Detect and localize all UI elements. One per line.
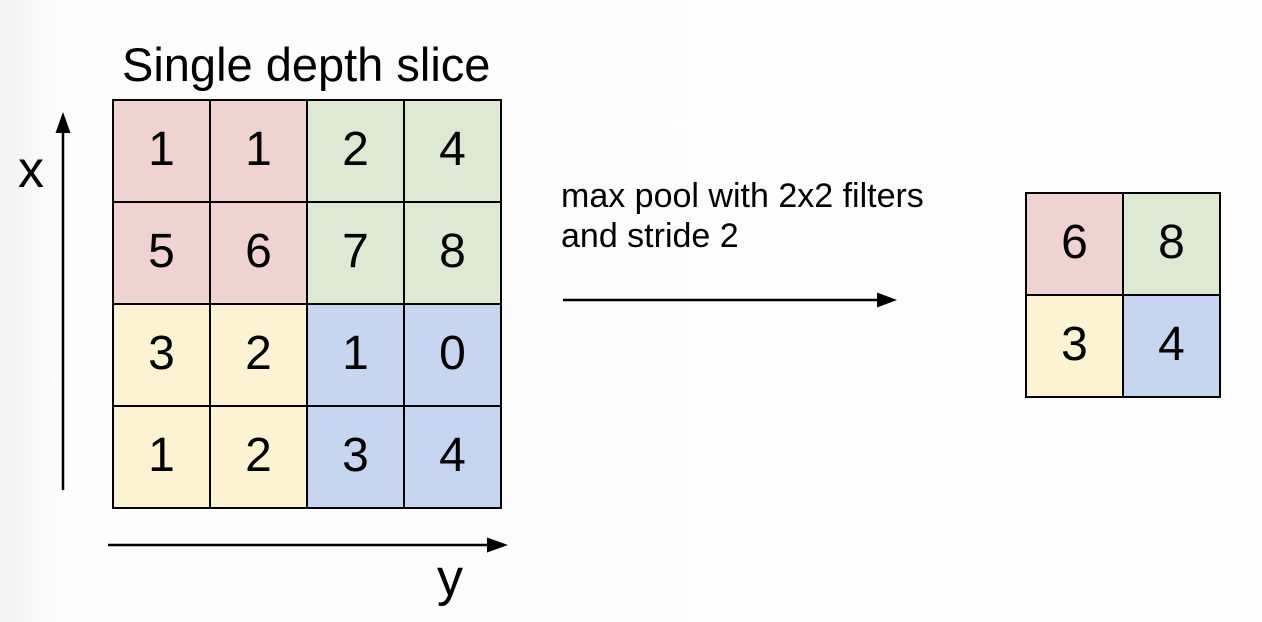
grid-cell: 1 (112, 99, 211, 203)
output-grid-row: 6 8 (1025, 192, 1221, 296)
grid-cell: 8 (1122, 192, 1221, 296)
grid-cell: 2 (209, 405, 308, 509)
output-grid: 6 8 3 4 (1025, 192, 1221, 398)
grid-cell: 6 (209, 201, 308, 305)
x-axis-arrow-icon (55, 112, 71, 490)
grid-cell: 7 (306, 201, 405, 305)
grid-cell: 5 (112, 201, 211, 305)
grid-cell: 0 (403, 303, 502, 407)
grid-cell: 6 (1025, 192, 1124, 296)
grid-cell: 2 (209, 303, 308, 407)
grid-cell: 2 (306, 99, 405, 203)
grid-cell: 1 (209, 99, 308, 203)
y-axis-label: y (437, 549, 463, 607)
grid-cell: 8 (403, 201, 502, 305)
pool-arrow-icon (563, 292, 897, 308)
grid-cell: 3 (112, 303, 211, 407)
diagram-title: Single depth slice (122, 38, 491, 91)
x-axis-label: x (18, 141, 44, 199)
input-grid-row: 3 2 1 0 (112, 303, 502, 407)
pool-annotation: max pool with 2x2 filters and stride 2 (561, 176, 924, 256)
grid-cell: 4 (403, 405, 502, 509)
grid-cell: 3 (306, 405, 405, 509)
input-grid-row: 5 6 7 8 (112, 201, 502, 305)
grid-cell: 1 (112, 405, 211, 509)
grid-cell: 3 (1025, 294, 1124, 398)
y-axis-arrow-icon (108, 537, 508, 553)
pool-annotation-line1: max pool with 2x2 filters (561, 177, 924, 215)
pool-annotation-line2: and stride 2 (561, 217, 739, 255)
input-grid: 1 1 2 4 5 6 7 8 3 2 1 0 1 2 3 4 (112, 99, 502, 509)
grid-cell: 4 (1122, 294, 1221, 398)
grid-cell: 1 (306, 303, 405, 407)
grid-cell: 4 (403, 99, 502, 203)
input-grid-row: 1 1 2 4 (112, 99, 502, 203)
input-grid-row: 1 2 3 4 (112, 405, 502, 509)
output-grid-row: 3 4 (1025, 294, 1221, 398)
